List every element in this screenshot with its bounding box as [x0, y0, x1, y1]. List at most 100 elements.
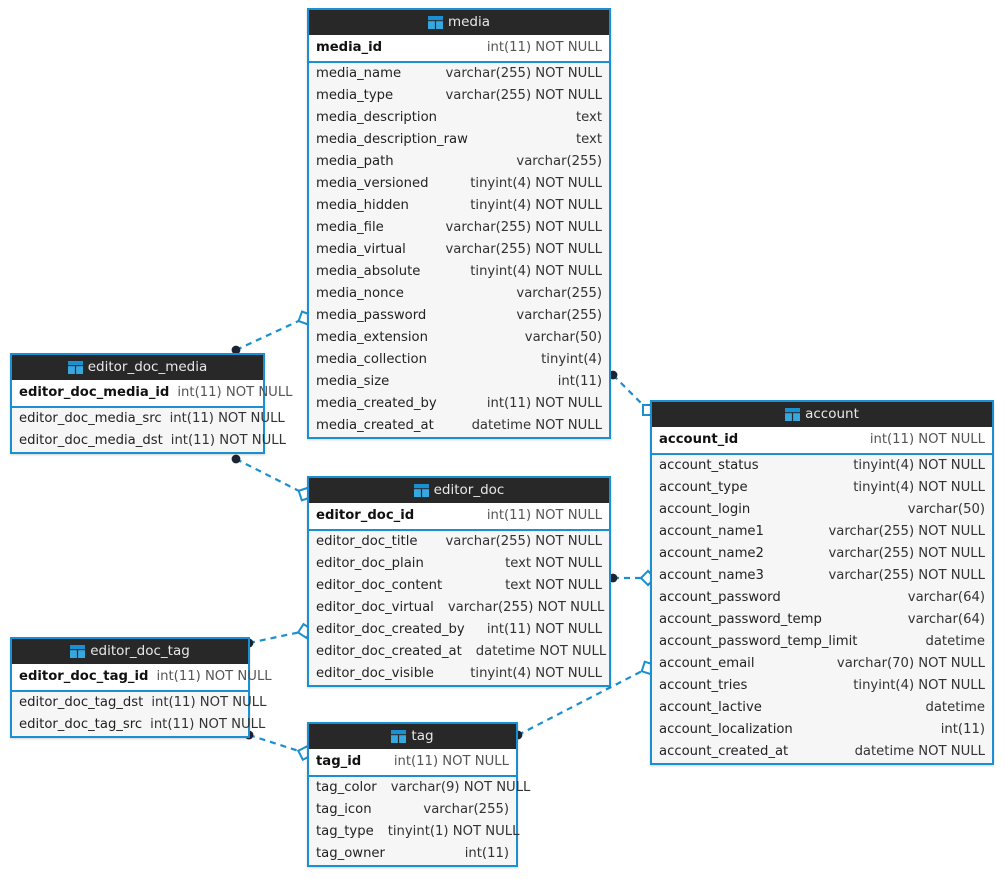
entity-header-editor_doc[interactable]: editor_doc [309, 478, 609, 503]
relationship-editor_doc_tag-to-editor_doc[interactable] [244, 622, 314, 648]
column-type: datetime NOT NULL [475, 644, 607, 659]
column-row[interactable]: editor_doc_created_at datetime NOT NULL [309, 641, 609, 663]
column-name: editor_doc_visible [316, 666, 434, 681]
column-name: media_created_at [316, 418, 434, 433]
column-type: tinyint(4) NOT NULL [470, 198, 602, 213]
column-type: varchar(255) NOT NULL [445, 220, 603, 235]
column-type: int(11) [940, 722, 985, 737]
relationship-source-dot [231, 454, 241, 464]
column-name: editor_doc_created_at [316, 644, 462, 659]
column-type: tinyint(4) [541, 352, 602, 367]
table-icon [785, 405, 801, 421]
entity-header-editor_doc_media[interactable]: editor_doc_media [12, 355, 263, 380]
relationship-line [235, 317, 306, 351]
column-name: media_description [316, 110, 437, 125]
relationship-editor_doc-to-account[interactable] [608, 569, 657, 587]
table-icon [70, 642, 86, 658]
column-type: text [575, 110, 602, 125]
column-type: int(11) NOT NULL [486, 40, 602, 55]
column-row[interactable]: editor_doc_visible tinyint(4) NOT NULL [309, 663, 609, 685]
column-type: int(11) NOT NULL [486, 622, 602, 637]
column-type: varchar(255) NOT NULL [828, 546, 986, 561]
column-type: tinyint(4) NOT NULL [470, 264, 602, 279]
column-type: int(11) NOT NULL [151, 695, 267, 710]
column-type: int(11) [557, 374, 602, 389]
column-name: account_tries [659, 678, 748, 693]
column-type: text [575, 132, 602, 147]
entity-header-editor_doc_tag[interactable]: editor_doc_tag [12, 639, 248, 664]
column-row[interactable]: media_description text [309, 107, 609, 129]
relationship-editor_doc_media-to-media[interactable] [231, 310, 313, 355]
entity-header-tag[interactable]: tag [309, 724, 516, 749]
column-name: account_password_temp_limit [659, 634, 858, 649]
column-type: varchar(255) NOT NULL [445, 534, 603, 549]
column-type: varchar(255) [516, 286, 602, 301]
relationship-editor_doc_media-to-editor_doc[interactable] [231, 454, 313, 502]
column-type: varchar(64) [907, 612, 985, 627]
column-type: tinyint(4) NOT NULL [470, 666, 602, 681]
column-name: editor_doc_tag_src [19, 717, 143, 732]
entity-header-account[interactable]: account [652, 402, 992, 427]
entity-header-media[interactable]: media [309, 10, 609, 35]
relationship-media-to-account[interactable] [608, 370, 654, 416]
relationship-line [248, 629, 306, 645]
